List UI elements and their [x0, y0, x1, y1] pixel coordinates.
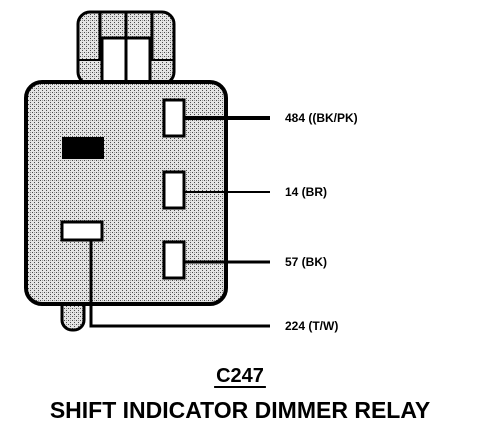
leader-line-224	[89, 240, 270, 328]
polarization-block	[62, 137, 104, 159]
connector-id: C247	[216, 365, 264, 387]
pin-cavity-484	[162, 98, 186, 138]
pin-cavity-224	[60, 220, 104, 242]
pin-cavity-14	[162, 170, 186, 210]
connector-caption: SHIFT INDICATOR DIMMER RELAY	[50, 397, 430, 423]
connector-lock-tab	[76, 10, 176, 86]
pin-label-484: 484 ((BK/PK)	[285, 111, 358, 125]
pin-label-57: 57 (BK)	[285, 255, 327, 269]
pin-label-224: 224 (T/W)	[285, 319, 338, 333]
pin-cavity-57	[162, 240, 186, 280]
pin-label-14: 14 (BR)	[285, 185, 327, 199]
